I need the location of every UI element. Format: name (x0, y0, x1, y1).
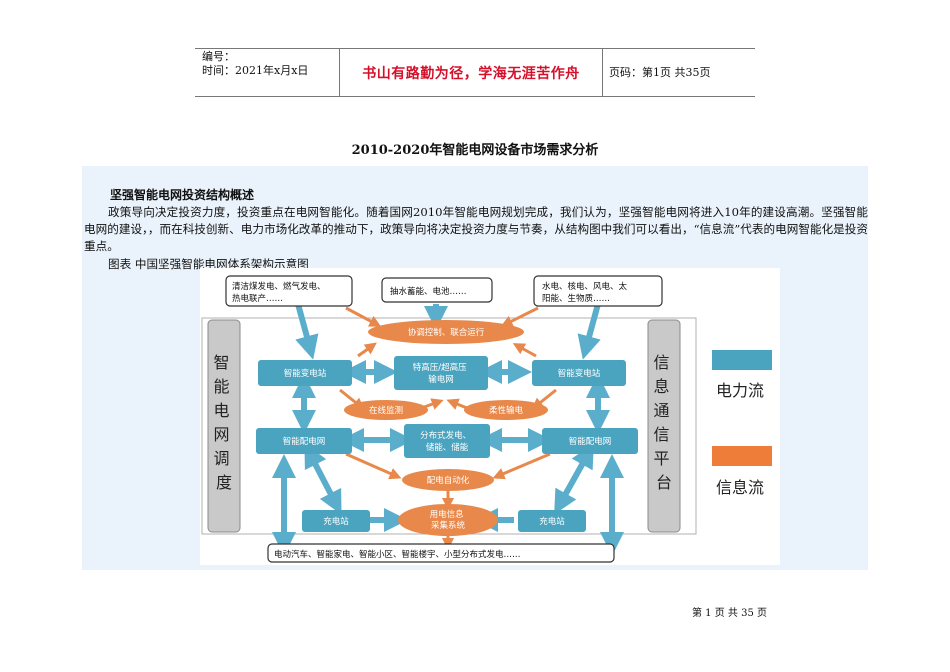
left-distribution-text: 智能配电网 (283, 436, 326, 447)
info-link-9 (345, 452, 402, 480)
bottom-consumer-box (267, 543, 615, 563)
right-substation-box (532, 360, 626, 386)
coordination-oval (368, 320, 524, 344)
left-pillar-text: 智 能 电 网 调 度 (213, 353, 234, 492)
left-substation-box (258, 360, 352, 386)
info-link-10 (492, 452, 551, 480)
info-link-6 (531, 388, 557, 410)
info-flow-label: 信息流 (716, 478, 765, 497)
coordination-oval-text: 协调控制、联合运行 (408, 327, 485, 338)
power-link-11 (554, 443, 594, 515)
right-charging-box (518, 510, 586, 532)
right-distribution-box (542, 428, 638, 454)
header-bottom-rule (195, 96, 755, 97)
figure-caption: 图表 中国坚强智能电网体系架构示意图 (108, 257, 309, 271)
section-paragraph: 政策导向决定投资力度，投资重点在电网智能化。随着国网2010年智能电网规划完成，… (84, 205, 868, 253)
center-distributed-text: 分布式发电、 储能、储能 (420, 430, 474, 453)
top-left-box-text: 清洁煤发电、燃气发电、 热电联产…… (232, 281, 328, 304)
section-title: 坚强智能电网投资结构概述 (110, 188, 255, 202)
info-link-4 (512, 343, 537, 358)
info-link-2 (500, 306, 539, 327)
center-distributed-box (404, 424, 490, 458)
right-charging-text: 充电站 (539, 516, 565, 527)
center-transmission-text: 特高压/超高压 输电网 (413, 362, 470, 385)
left-charging-box (302, 510, 370, 532)
right-pillar (647, 319, 681, 533)
page-number-label: 页码：第1页 共35页 (609, 66, 711, 79)
flexible-transmission-oval (464, 400, 548, 420)
header-divider-1 (339, 48, 340, 96)
header-divider-2 (602, 48, 603, 96)
top-right-box (533, 275, 663, 307)
flexible-transmission-text: 柔性输电 (489, 405, 524, 416)
left-substation-text: 智能变电站 (284, 368, 327, 379)
top-mid-box-text: 抽水蓄能、电池…… (390, 286, 467, 297)
left-distribution-box (256, 428, 352, 454)
doc-time-label: 时间：2021年x月x日 (202, 64, 309, 77)
online-monitoring-text: 在线监测 (369, 405, 403, 416)
right-pillar-text: 信 息 通 信 平 台 (653, 353, 674, 492)
info-link-3 (357, 342, 377, 358)
power-link-2 (577, 303, 601, 360)
doc-number-label: 编号： (202, 50, 235, 63)
online-monitoring-oval (344, 400, 428, 420)
info-flow-swatch (712, 446, 772, 466)
power-flow-swatch (712, 350, 772, 370)
info-link-1 (345, 306, 382, 327)
top-mid-box (381, 277, 493, 303)
smart-grid-diagram-svg: 清洁煤发电、燃气发电、 热电联产…… 抽水蓄能、电池…… 水电、核电、风电、太 … (201, 275, 697, 563)
metering-system-text: 用电信息 采集系统 (430, 509, 467, 531)
metering-system-oval (398, 504, 498, 536)
header-motto: 书山有路勤为径，学海无涯苦作舟 (362, 66, 580, 82)
power-link-1 (295, 303, 319, 360)
right-distribution-text: 智能配电网 (569, 436, 612, 447)
distribution-automation-text: 配电自动化 (427, 475, 470, 486)
top-left-box (225, 275, 353, 307)
right-substation-text: 智能变电站 (558, 368, 601, 379)
document-title: 2010-2020年智能电网设备市场需求分析 (351, 143, 599, 158)
page-footer: 第 1 页 共 35 页 (692, 608, 767, 619)
top-right-box-text: 水电、核电、风电、太 阳能、生物质…… (542, 281, 630, 304)
left-pillar (207, 319, 241, 533)
power-flow-label: 电力流 (716, 381, 765, 400)
center-transmission-box (394, 356, 488, 390)
header-top-rule (195, 48, 755, 49)
smart-grid-diagram: 清洁煤发电、燃气发电、 热电联产…… 抽水蓄能、电池…… 水电、核电、风电、太 … (200, 268, 780, 565)
distribution-automation-oval (402, 469, 494, 491)
power-link-10 (304, 443, 342, 515)
bottom-consumer-text: 电动汽车、智能家电、智能小区、智能楼宇、小型分布式发电…… (274, 549, 521, 560)
left-charging-text: 充电站 (323, 516, 349, 527)
